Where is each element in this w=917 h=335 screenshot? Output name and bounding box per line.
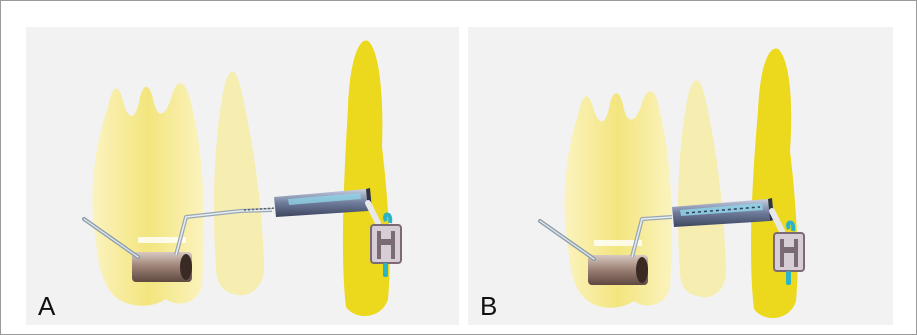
premolar-tooth	[214, 71, 264, 295]
panel-a: A	[26, 27, 459, 325]
panel-a-label: A	[38, 293, 55, 319]
canine-tooth	[343, 41, 390, 317]
panel-b-illustration	[468, 27, 893, 325]
panel-b: B	[468, 27, 893, 325]
panel-b-label: B	[480, 293, 497, 319]
panel-a-illustration	[26, 27, 459, 325]
premolar-tooth	[678, 80, 726, 297]
